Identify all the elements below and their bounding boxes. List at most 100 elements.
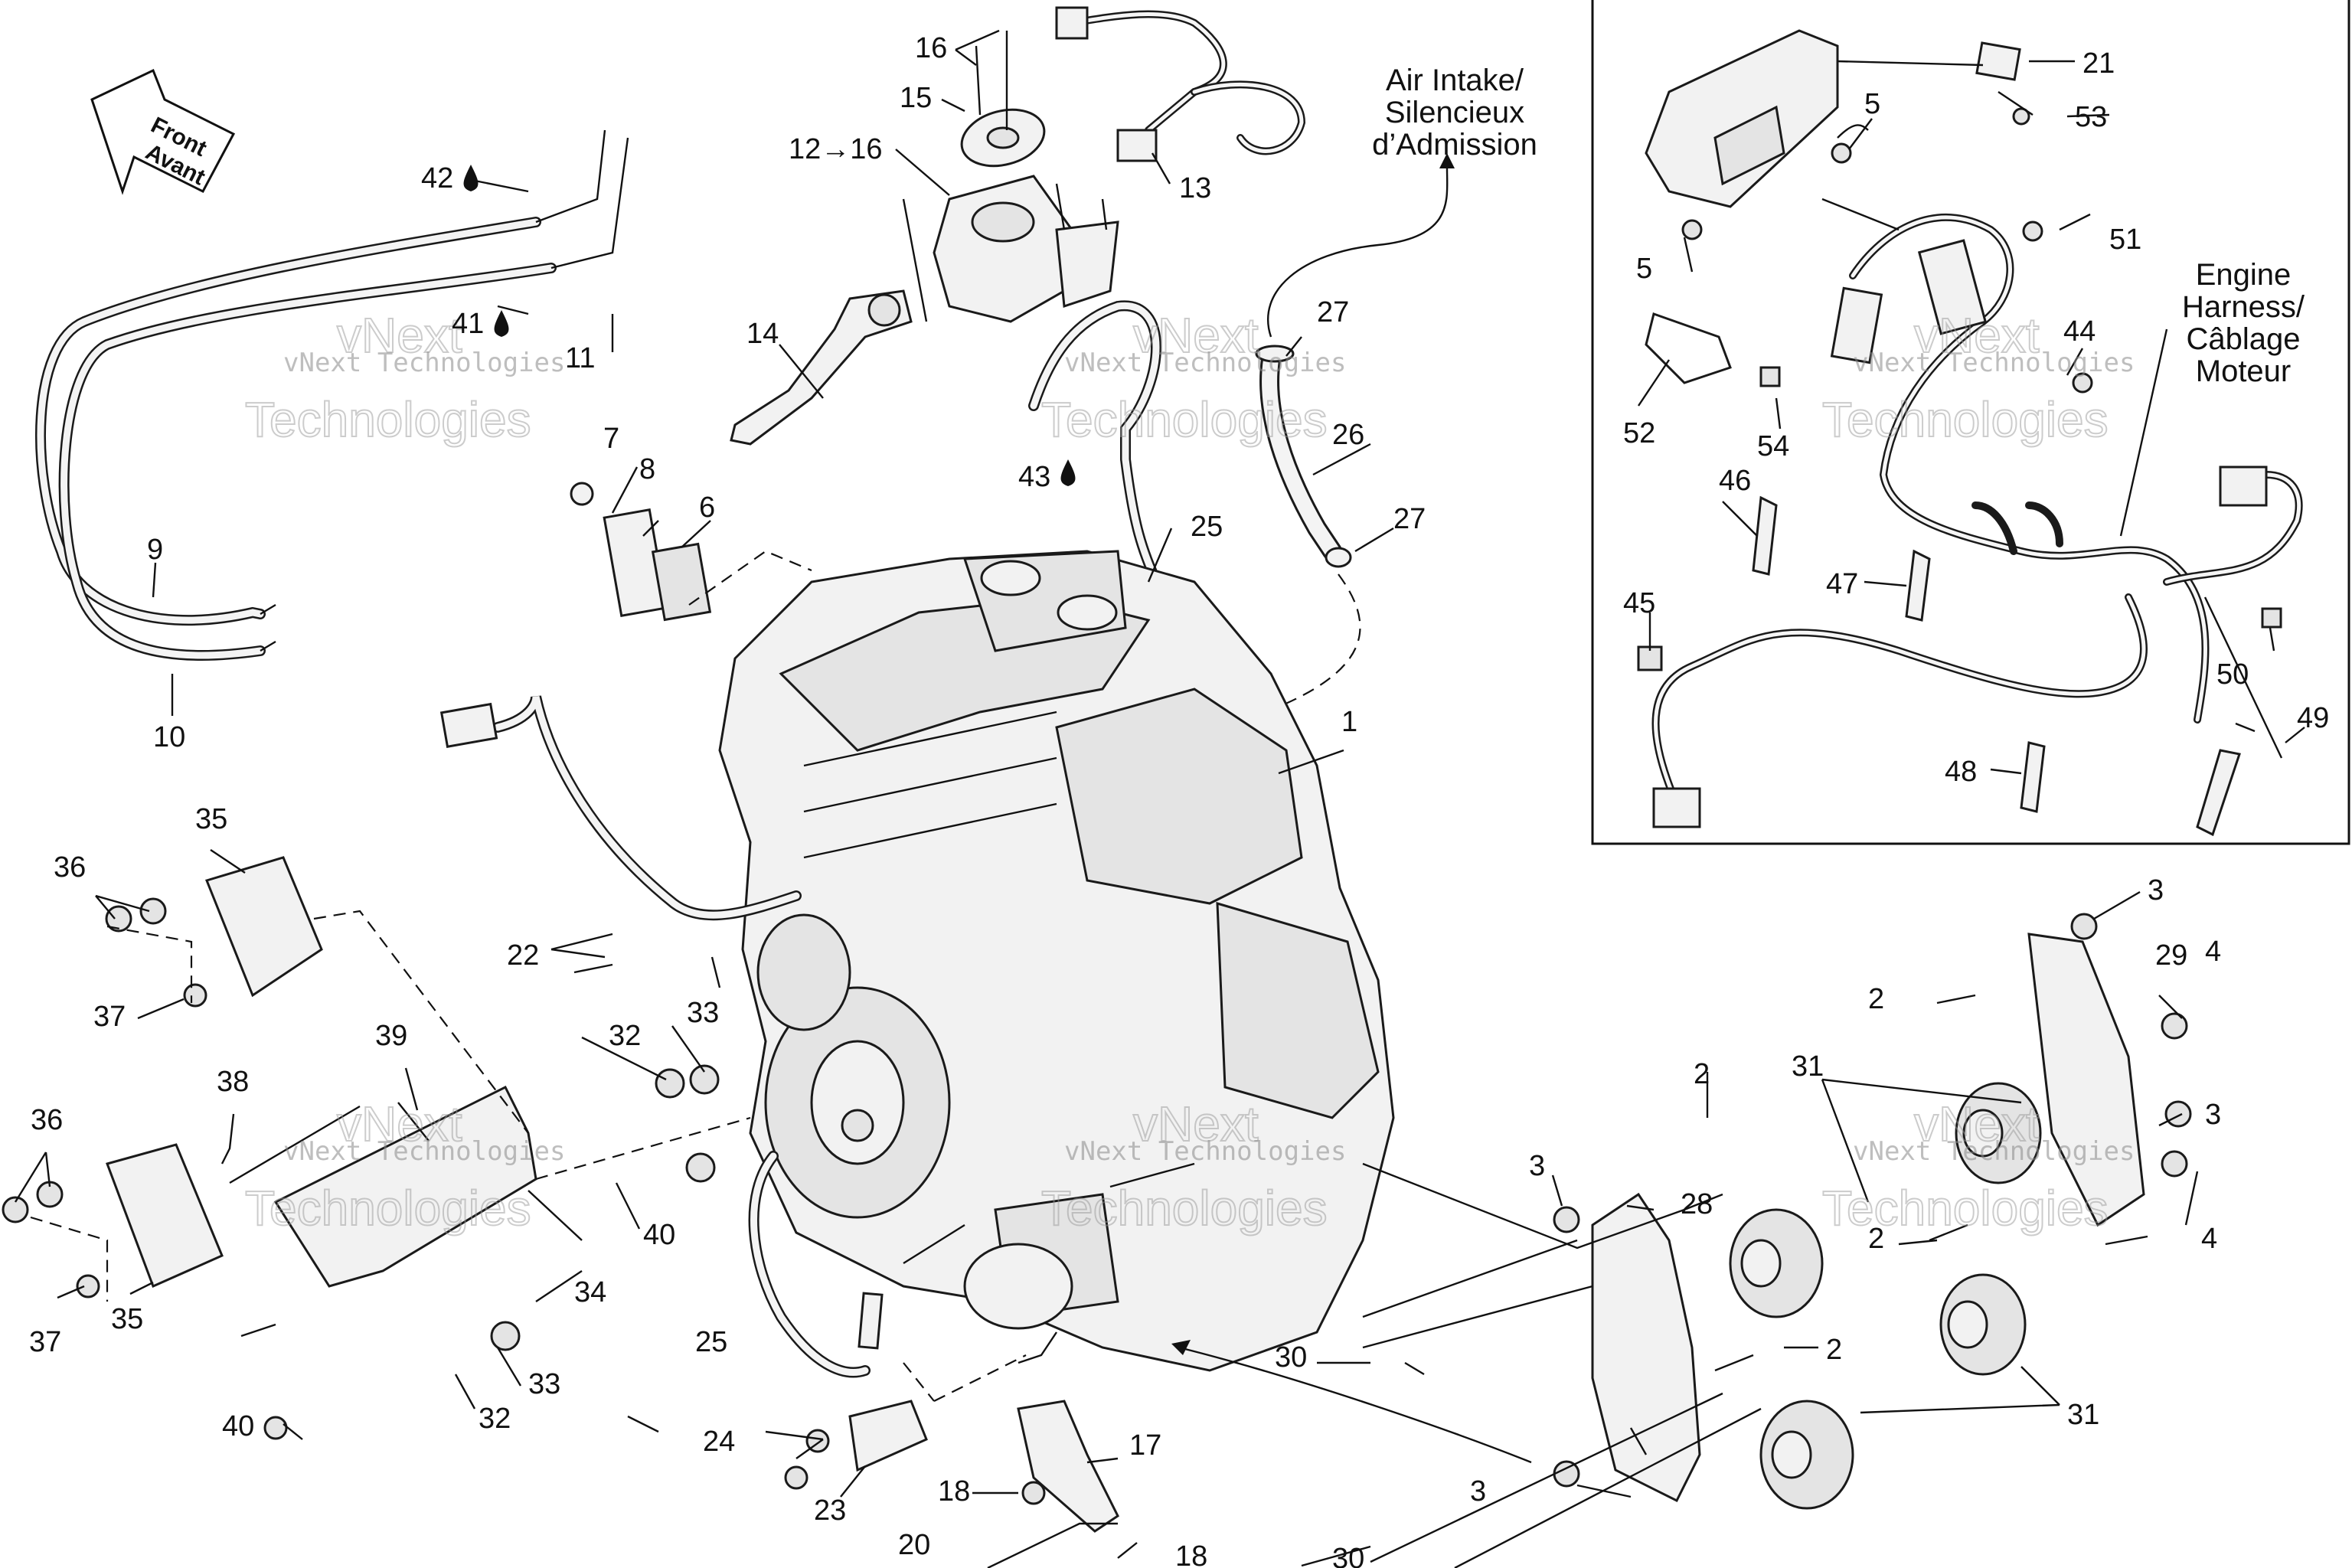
label-14: 14: [746, 318, 779, 350]
label-4: 4: [2205, 936, 2221, 968]
breather-hose-bottom: [748, 1151, 884, 1378]
label-16: 16: [915, 32, 947, 64]
svg-text:vNext Technologies: vNext Technologies: [1064, 1136, 1346, 1167]
svg-text:vNext Technologies: vNext Technologies: [1064, 348, 1346, 378]
label-26: 26: [1332, 419, 1364, 451]
label-18: 18: [938, 1475, 970, 1508]
label-5: 5: [1636, 253, 1652, 285]
engine-harness: [1637, 107, 2303, 837]
label-3: 3: [2205, 1099, 2221, 1131]
svg-text:vNext: vNext: [1914, 1096, 2040, 1152]
right-engine-mounts: [1171, 913, 2192, 1568]
label-8: 8: [639, 453, 655, 485]
part-labels: 1 2 2 2 2 3 3 3 3 4 4 5 5 6 7 8 9 10 11 …: [29, 32, 2329, 1568]
label-22: 22: [507, 939, 539, 972]
label-35: 35: [195, 803, 227, 835]
svg-text:Technologies: Technologies: [1041, 1181, 1328, 1236]
air-intake-duct: [1255, 153, 1455, 717]
label-43: 43: [1018, 461, 1050, 493]
label-41: 41: [452, 308, 484, 340]
label-33: 33: [528, 1368, 560, 1400]
svg-text:vNext: vNext: [1133, 308, 1259, 363]
svg-text:vNext: vNext: [1914, 308, 2040, 363]
inset-frame: [1591, 0, 2350, 845]
label-15: 15: [900, 82, 932, 114]
label-33: 33: [687, 997, 719, 1029]
label-7: 7: [603, 423, 619, 455]
bottom-center-parts: [784, 1354, 1119, 1568]
label-2: 2: [1826, 1334, 1842, 1366]
label-27: 27: [1393, 503, 1426, 535]
label-11: 11: [565, 342, 595, 374]
svg-text:Technologies: Technologies: [1041, 392, 1328, 447]
svg-text:vNext: vNext: [1133, 1096, 1259, 1152]
label-3: 3: [1470, 1475, 1486, 1508]
label-29: 29: [2155, 939, 2187, 972]
label-38: 38: [217, 1066, 249, 1098]
label-2: 2: [1694, 1058, 1710, 1090]
label-50: 50: [2216, 658, 2249, 691]
label-24: 24: [703, 1426, 735, 1458]
label-49: 49: [2297, 702, 2329, 734]
engine-harness-note-1: Engine: [2196, 258, 2292, 292]
svg-text:Technologies: Technologies: [245, 1181, 531, 1236]
label-27: 27: [1317, 296, 1349, 328]
label-9: 9: [147, 534, 163, 566]
svg-text:vNext Technologies: vNext Technologies: [1853, 348, 2135, 378]
label-37: 37: [29, 1326, 61, 1358]
label-5: 5: [1864, 88, 1880, 120]
breather-hose-top: [1028, 300, 1169, 603]
label-31: 31: [2067, 1399, 2099, 1431]
label-3: 3: [2148, 874, 2164, 906]
label-48: 48: [1945, 756, 1977, 788]
breather-tube-left: [439, 695, 802, 921]
label-42: 42: [421, 162, 453, 194]
label-53: 53: [2075, 101, 2107, 133]
sensor-harness-top: [1055, 6, 1306, 162]
label-32: 32: [479, 1403, 511, 1435]
label-31: 31: [1792, 1050, 1824, 1083]
drop-icon: [463, 165, 1076, 486]
svg-text:Technologies: Technologies: [245, 392, 531, 447]
label-13: 13: [1179, 172, 1211, 204]
label-54: 54: [1757, 430, 1789, 462]
label-47: 47: [1826, 568, 1858, 600]
label-36: 36: [54, 851, 86, 884]
leader-lines: [14, 29, 2305, 1567]
label-6: 6: [699, 492, 715, 524]
svg-text:Technologies: Technologies: [1822, 392, 2109, 447]
label-12: 12→16: [789, 133, 883, 165]
label-36: 36: [31, 1104, 63, 1136]
svg-text:Technologies: Technologies: [1822, 1181, 2109, 1236]
air-intake-note-1: Air Intake/: [1386, 64, 1524, 97]
label-39: 39: [375, 1020, 407, 1052]
label-44: 44: [2063, 315, 2096, 348]
left-engine-mounts: [2, 856, 751, 1440]
engine-harness-note-2: Harness/: [2182, 290, 2305, 324]
cable-bracket: [570, 482, 812, 622]
label-2: 2: [1868, 983, 1884, 1015]
label-32: 32: [609, 1020, 641, 1052]
label-40: 40: [222, 1410, 254, 1442]
svg-text:vNext Technologies: vNext Technologies: [283, 1136, 565, 1167]
air-intake-note-2: Silencieux: [1385, 96, 1524, 129]
label-52: 52: [1623, 417, 1655, 449]
label-35: 35: [111, 1303, 143, 1335]
label-20: 20: [898, 1529, 930, 1561]
label-23: 23: [814, 1494, 846, 1527]
label-4: 4: [2201, 1223, 2217, 1255]
engine-assembly: [718, 550, 1395, 1372]
label-3: 3: [1529, 1150, 1545, 1182]
label-10: 10: [153, 721, 185, 753]
label-37: 37: [93, 1001, 126, 1033]
label-21: 21: [2082, 47, 2115, 80]
label-51: 51: [2109, 224, 2141, 256]
label-17: 17: [1129, 1429, 1161, 1462]
label-30: 30: [1332, 1543, 1364, 1568]
label-40: 40: [643, 1219, 675, 1251]
throttle-cables: [34, 129, 629, 661]
front-arrow-icon: [90, 68, 236, 195]
svg-text:vNext Technologies: vNext Technologies: [283, 348, 565, 378]
svg-text:vNext: vNext: [337, 308, 462, 363]
